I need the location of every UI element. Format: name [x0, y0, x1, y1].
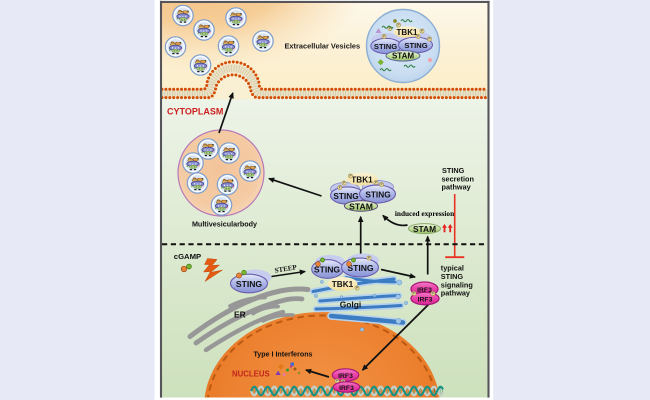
svg-text:STING: STING	[314, 265, 341, 275]
svg-text:STAM: STAM	[413, 224, 436, 234]
svg-text:STING: STING	[365, 189, 390, 199]
svg-text:STING: STING	[442, 166, 465, 175]
svg-text:ER: ER	[234, 310, 246, 320]
svg-text:NUCLEUS: NUCLEUS	[232, 370, 270, 379]
svg-text:TBK1: TBK1	[397, 28, 418, 37]
svg-text:IRF3: IRF3	[338, 373, 353, 380]
svg-text:STAM: STAM	[392, 52, 414, 61]
svg-text:CYTOPLASM: CYTOPLASM	[167, 107, 223, 117]
svg-text:secretion: secretion	[442, 175, 474, 184]
svg-text:Extracellular Vesicles: Extracellular Vesicles	[285, 42, 361, 51]
svg-text:STAM: STAM	[349, 201, 373, 211]
svg-text:cGAMP: cGAMP	[174, 252, 201, 261]
svg-text:signaling: signaling	[441, 280, 473, 289]
svg-text:STING: STING	[441, 272, 464, 281]
svg-text:STING: STING	[347, 263, 374, 273]
svg-text:TBK1: TBK1	[332, 280, 354, 289]
svg-text:Type I Interferons: Type I Interferons	[254, 350, 313, 358]
svg-text:pathway: pathway	[442, 183, 472, 192]
svg-text:IRF3: IRF3	[418, 297, 433, 304]
svg-text:STING: STING	[404, 41, 427, 50]
svg-text:Golgi: Golgi	[340, 300, 361, 310]
svg-text:IRF3: IRF3	[339, 385, 354, 392]
svg-text:Multivesicularbody: Multivesicularbody	[192, 220, 257, 229]
svg-text:typical: typical	[441, 264, 464, 273]
svg-text:STING: STING	[374, 42, 397, 51]
svg-text:pathway: pathway	[441, 289, 471, 298]
svg-text:STING: STING	[236, 279, 263, 289]
svg-text:TBK1: TBK1	[351, 175, 373, 184]
svg-text:IRF3: IRF3	[417, 287, 432, 294]
svg-text:induced expression: induced expression	[395, 209, 454, 218]
svg-text:STING: STING	[333, 191, 358, 201]
svg-text:STEEP: STEEP	[274, 263, 298, 274]
